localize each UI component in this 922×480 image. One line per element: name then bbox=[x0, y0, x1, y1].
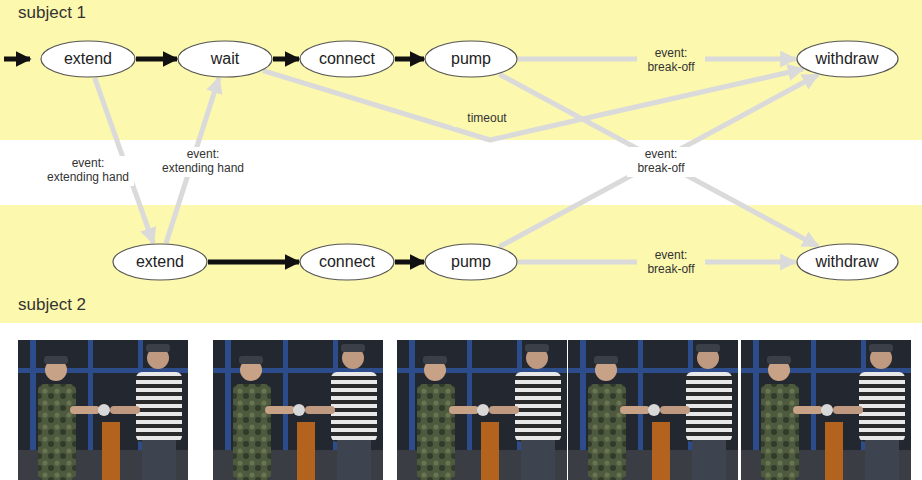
state-label: pump bbox=[451, 50, 491, 68]
state-label: wait bbox=[211, 50, 239, 68]
state-ellipse: withdraw bbox=[796, 40, 899, 78]
event-label: event: extending hand bbox=[157, 147, 249, 177]
transition-arrow bbox=[136, 57, 177, 62]
state-label: pump bbox=[451, 253, 491, 271]
band-heading: subject 2 bbox=[18, 295, 86, 315]
state-ellipse: pump bbox=[424, 243, 518, 281]
state-ellipse: connect bbox=[299, 40, 395, 78]
transition-arrow bbox=[208, 260, 299, 265]
state-ellipse: extend bbox=[112, 243, 208, 281]
state-label: withdraw bbox=[815, 50, 878, 68]
state-label: connect bbox=[319, 253, 375, 271]
state-ellipse: connect bbox=[299, 243, 395, 281]
state-ellipse: pump bbox=[424, 40, 518, 78]
state-label: connect bbox=[319, 50, 375, 68]
transition-arrow bbox=[395, 57, 424, 62]
event-label: event: break-off bbox=[637, 46, 705, 76]
state-label: withdraw bbox=[815, 253, 878, 271]
event-arrow bbox=[499, 75, 818, 247]
transition-arrow bbox=[273, 57, 299, 62]
transition-arrow bbox=[395, 260, 424, 265]
event-label: event: extending hand bbox=[42, 156, 134, 186]
entry-arrow bbox=[4, 57, 30, 62]
event-label: timeout bbox=[453, 111, 521, 127]
state-label: extend bbox=[64, 50, 112, 68]
state-ellipse: withdraw bbox=[796, 243, 899, 281]
event-arrow bbox=[499, 74, 818, 246]
event-label: event: break-off bbox=[637, 248, 705, 278]
event-arrow bbox=[263, 69, 803, 140]
subject-band: subject 2 extend connect pump withdraw bbox=[0, 205, 922, 323]
band-heading: subject 1 bbox=[18, 3, 86, 23]
state-ellipse: extend bbox=[40, 40, 136, 78]
state-label: extend bbox=[136, 253, 184, 271]
state-ellipse: wait bbox=[177, 40, 273, 78]
event-label: event: break-off bbox=[627, 147, 695, 177]
